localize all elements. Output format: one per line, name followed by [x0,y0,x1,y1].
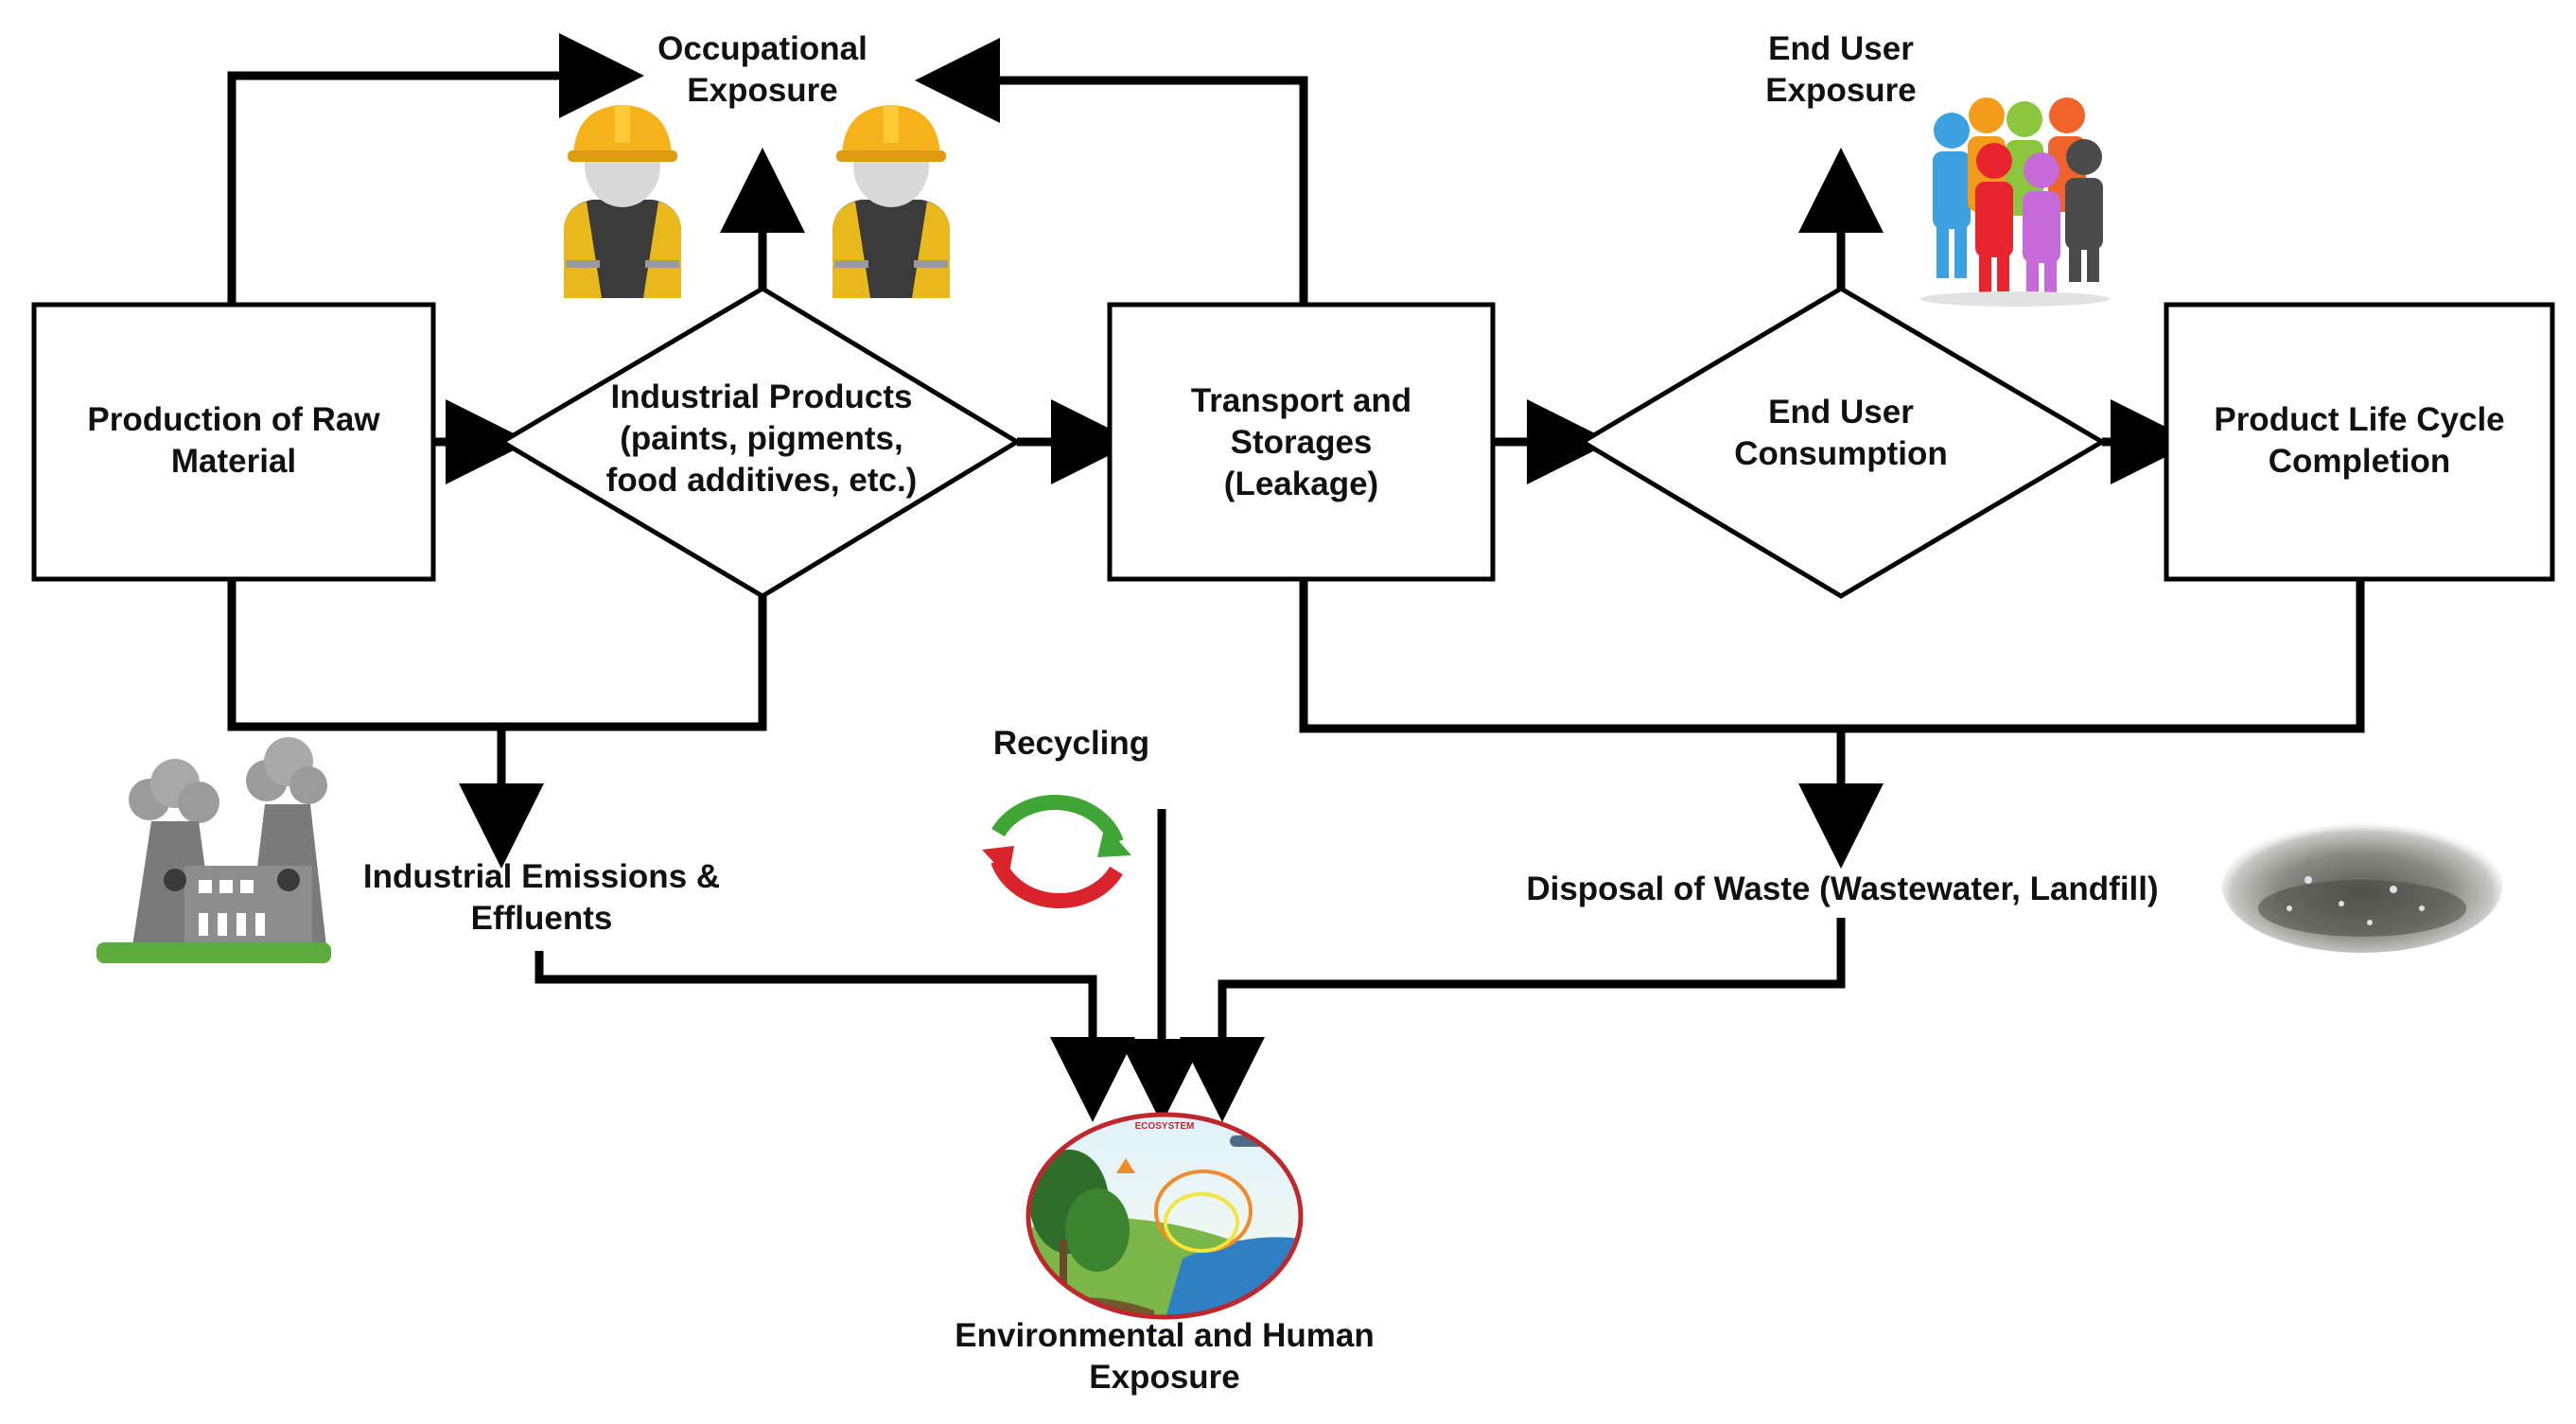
environmental-exposure-label: Environmental and Human Exposure [955,1317,1375,1396]
occupational-exposure-label: Occupational Exposure [657,30,867,109]
worker-icon [832,105,950,298]
node-end-user-consumption [1578,286,2107,599]
node-life-cycle [2164,302,2555,582]
node-raw-material [31,302,436,582]
connectors [227,33,2365,1124]
connector-transport-to-occupational [915,38,1308,305]
people-group-icon [1920,97,2110,307]
disposal-label: Disposal of Waste (Wastewater, Landfill) [1526,870,2159,907]
node-life-cycle-label: Product Life Cycle Completion [2214,401,2505,480]
industrial-emissions-label: Industrial Emissions & Effluents [362,858,721,937]
connector-left-bottom-loop [227,579,767,731]
factory-icon [96,737,331,963]
ecosystem-title: ECOSYSTEM [1135,1121,1195,1132]
recycling-label: Recycling [992,725,1150,762]
connector-right-bottom-loop [1299,579,2365,733]
recycle-icon [982,795,1131,908]
node-end-user-consumption-label: End User Consumption [1734,394,1948,472]
node-industrial-products-label: Industrial Products (paints, pigments, f… [605,378,918,499]
node-transport [1107,302,1496,582]
node-raw-material-label: Production of Raw Material [87,401,380,480]
nodes [31,286,2555,599]
connector-disposal-to-environment [1180,918,1846,1122]
connector-raw-to-occupational [227,33,644,305]
node-industrial-products [498,286,1022,599]
worker-icon [564,105,681,298]
node-transport-label: Transport and Storages (Leakage) [1190,382,1412,502]
landfill-image [2222,820,2502,953]
ecosystem-image: ECOSYSTEM [1025,1112,1304,1320]
connector-emissions-to-environment [534,951,1135,1122]
end-user-exposure-label: End User Exposure [1765,30,1917,109]
